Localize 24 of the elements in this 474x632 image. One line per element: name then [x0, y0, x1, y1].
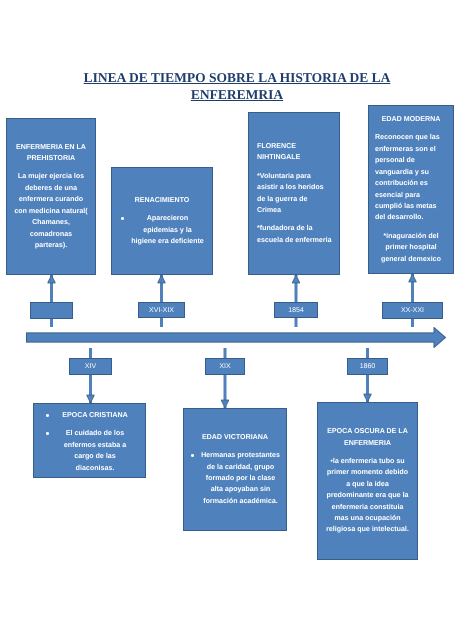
arrow: [220, 375, 230, 408]
event-card: [111, 167, 213, 275]
arrow: [292, 274, 300, 302]
connector-line: [89, 348, 92, 358]
connector-line: [294, 318, 298, 327]
connector-line: [411, 319, 414, 327]
title: LINEA DE TIEMPO SOBRE LA HISTORIA DE LA ENFEREMRIA: [82, 69, 392, 103]
arrow: [408, 274, 417, 302]
event-card: [6, 118, 96, 275]
date-tag: [30, 302, 73, 319]
connector-line: [366, 348, 369, 358]
timeline-arrow: [26, 327, 446, 348]
connector-line: [160, 318, 163, 327]
arrow: [86, 375, 95, 404]
arrow: [363, 375, 372, 402]
arrow: [47, 274, 56, 302]
event-card: [317, 402, 418, 560]
event-card: [33, 403, 146, 478]
event-card: [183, 408, 287, 531]
event-card: [368, 105, 454, 274]
connector-line: [50, 319, 53, 327]
connector-line: [224, 348, 226, 358]
arrow: [157, 274, 166, 302]
event-card: [248, 112, 340, 275]
